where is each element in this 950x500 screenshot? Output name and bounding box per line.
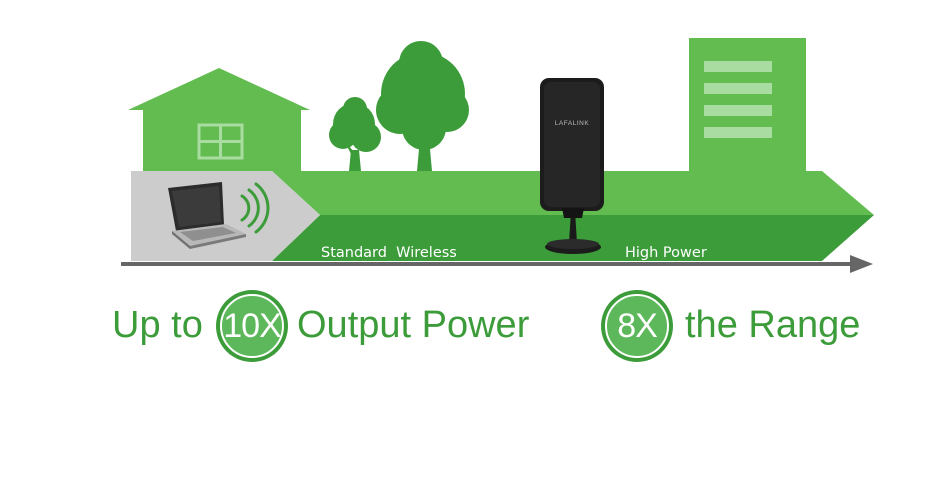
highpower-adapter-line1: High Power: [625, 245, 707, 261]
building-icon: [689, 38, 806, 171]
house-icon: [128, 68, 310, 171]
power-badge: 10X: [216, 290, 288, 362]
wifi-signal-icon: [240, 182, 270, 234]
range-badge-text: 8X: [605, 294, 669, 358]
standard-adapter-label: Standard Wireless Adapter: [321, 193, 457, 385]
standard-adapter-line2: Adapter: [321, 317, 379, 333]
antenna-device-icon: LAFALINK: [540, 78, 604, 254]
power-badge-text: 10X: [220, 294, 284, 358]
laptop-icon: [168, 182, 246, 249]
large-tree-icon: [376, 41, 469, 171]
standard-adapter-line1: Standard Wireless: [321, 245, 457, 261]
small-tree-icon: [329, 97, 381, 171]
axis-arrow: [121, 255, 873, 273]
power-tagline-suffix: Output Power: [297, 304, 530, 346]
range-tagline-suffix: the Range: [685, 304, 861, 346]
device-brand-text: LAFALINK: [555, 120, 590, 127]
power-tagline-prefix: Up to: [112, 304, 203, 346]
range-badge: 8X: [601, 290, 673, 362]
